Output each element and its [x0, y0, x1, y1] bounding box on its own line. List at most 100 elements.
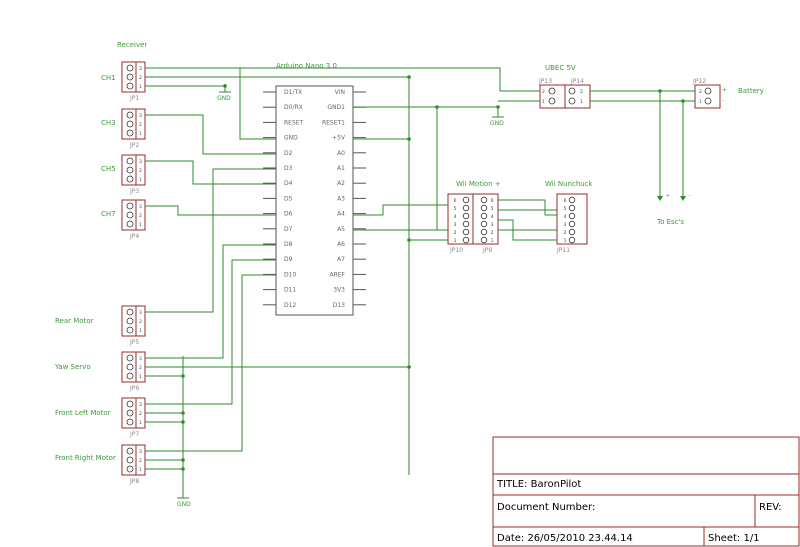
- sheet-text: Sheet: 1/1: [708, 533, 760, 544]
- pin-number: 2: [139, 458, 142, 464]
- pin-number: 2: [139, 168, 142, 174]
- pin-number: 4: [491, 214, 494, 220]
- battery-label: Battery: [738, 87, 764, 95]
- esc-plus: +: [666, 193, 670, 199]
- ch7-label: CH7: [101, 210, 116, 218]
- arduino-pin-label: D4: [284, 180, 293, 187]
- jp4-label: JP4: [129, 233, 139, 240]
- jp6-label: JP6: [129, 385, 139, 392]
- arduino-pin-label: GND1: [327, 104, 345, 111]
- jp9-label: JP9: [482, 247, 492, 254]
- junctions: [181, 75, 685, 471]
- pin-number: 3: [139, 66, 142, 72]
- gnd-symbol-ubec: GND: [490, 107, 504, 127]
- arduino-pin-label: D0/RX: [284, 104, 303, 111]
- connector-jp2: 3 2 1 JP2: [121, 108, 146, 149]
- receiver-label: Receiver: [117, 41, 147, 49]
- arduino-label: Arduino Nano 3.0: [276, 62, 337, 70]
- pin-number: 2: [564, 230, 567, 236]
- arduino-pin-label: A5: [337, 226, 345, 233]
- arduino-pin-label: RESET1: [322, 119, 345, 126]
- gnd-label: GND: [177, 501, 191, 508]
- arduino-pin-label: A6: [337, 241, 345, 248]
- gnd-symbol-bottom: GND: [177, 356, 191, 508]
- pin-number: 2: [542, 89, 545, 95]
- pin-number: 6: [454, 198, 457, 204]
- pin-number: 5: [491, 206, 494, 212]
- pin-number: 2: [139, 213, 142, 219]
- pin-number: 5: [454, 206, 457, 212]
- pin-number: 2: [139, 365, 142, 371]
- jp1-label: JP1: [129, 95, 139, 102]
- jp2-label: JP2: [129, 142, 139, 149]
- arduino-pin-label: A4: [337, 211, 345, 218]
- jp7-label: JP7: [129, 431, 139, 438]
- gnd-label: GND: [490, 120, 504, 127]
- arduino-pin-label: D1/TX: [284, 89, 302, 96]
- jp11-label: JP11: [556, 247, 570, 254]
- to-escs-label: To Esc's: [656, 218, 684, 226]
- ch1-label: CH1: [101, 74, 116, 82]
- connector-jp1: 3 2 1 JP1: [121, 61, 146, 102]
- pin-number: 2: [491, 230, 494, 236]
- arduino-pin-label: A2: [337, 180, 345, 187]
- arduino-pin-label: AREF: [329, 271, 345, 278]
- pin-number: 3: [139, 204, 142, 210]
- pin-number: 1: [139, 328, 142, 334]
- arduino-pin-label: A3: [337, 195, 345, 202]
- connector-jp4: 3 2 1 JP4: [121, 199, 146, 240]
- pin-number: 3: [139, 449, 142, 455]
- pin-number: 2: [699, 89, 702, 95]
- arduino-pin-label: A7: [337, 256, 345, 263]
- jp3-label: JP3: [129, 188, 139, 195]
- arduino-pin-label: D3: [284, 165, 293, 172]
- date-text: Date: 26/05/2010 23.44.14: [497, 533, 633, 544]
- arduino-pin-label: A1: [337, 165, 345, 172]
- arduino-pin-label: A0: [337, 150, 345, 157]
- pin-number: 2: [139, 411, 142, 417]
- pin-number: 1: [491, 238, 494, 244]
- esc-supply-symbols: + - To Esc's: [656, 193, 691, 226]
- rear-motor-label: Rear Motor: [55, 317, 94, 325]
- jp14-label: JP14: [570, 78, 584, 85]
- arduino-pin-label: 3V3: [333, 287, 345, 294]
- ch5-label: CH5: [101, 165, 116, 173]
- pin-number: 3: [139, 310, 142, 316]
- jp13-label: JP13: [538, 78, 552, 85]
- pin-number: 3: [139, 402, 142, 408]
- connector-jp7: 3 2 1 JP7: [121, 397, 146, 438]
- arduino-pin-label: D11: [284, 287, 296, 294]
- document-number-text: Document Number:: [497, 502, 595, 513]
- rev-text: REV:: [759, 502, 782, 513]
- pin-number: 3: [139, 113, 142, 119]
- wii-nunchuck-label: Wii Nunchuck: [545, 180, 594, 188]
- pin-number: 4: [564, 214, 567, 220]
- pin-number: 1: [139, 222, 142, 228]
- pin-number: 1: [139, 131, 142, 137]
- pin-number: 6: [491, 198, 494, 204]
- jp5-label: JP5: [129, 339, 139, 346]
- pin-number: 3: [454, 222, 457, 228]
- arduino-pin-label: D7: [284, 226, 293, 233]
- jp10-label: JP10: [449, 247, 463, 254]
- arduino-pin-label: +5V: [332, 135, 346, 142]
- arduino-nano: Arduino Nano 3.0 D1/TXD0/RXRESETGNDD2D3D…: [263, 62, 366, 316]
- front-right-motor-label: Front Right Motor: [55, 454, 116, 462]
- pin-number: 1: [139, 177, 142, 183]
- pin-number: 2: [454, 230, 457, 236]
- arduino-pin-label: D8: [284, 241, 293, 248]
- pin-number: 3: [139, 159, 142, 165]
- connector-jp12: 2 1 JP12: [692, 78, 721, 109]
- front-left-motor-label: Front Left Motor: [55, 409, 111, 417]
- connector-jp14: 2 1 JP14: [564, 78, 591, 109]
- arduino-body: [275, 85, 354, 316]
- ch3-label: CH3: [101, 119, 116, 127]
- arduino-pin-label: D9: [284, 256, 293, 263]
- arduino-pin-label: RESET: [284, 119, 304, 126]
- pin-number: 5: [564, 206, 567, 212]
- pin-number: 1: [699, 99, 702, 105]
- pin-number: 1: [139, 374, 142, 380]
